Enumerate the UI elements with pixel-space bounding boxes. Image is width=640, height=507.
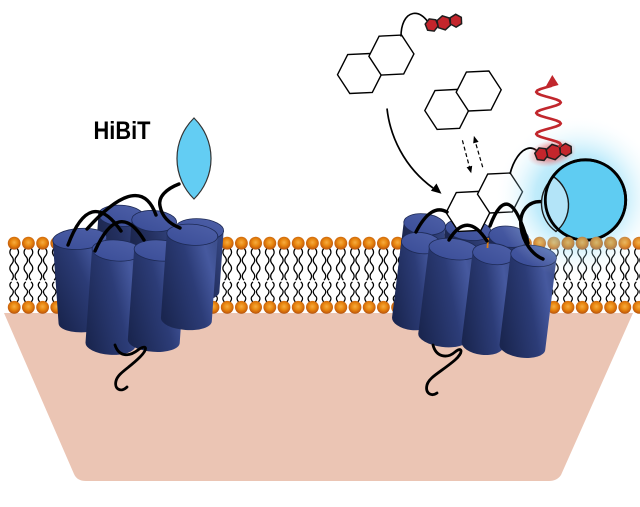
svg-text:HiBiT: HiBiT [94,117,151,145]
